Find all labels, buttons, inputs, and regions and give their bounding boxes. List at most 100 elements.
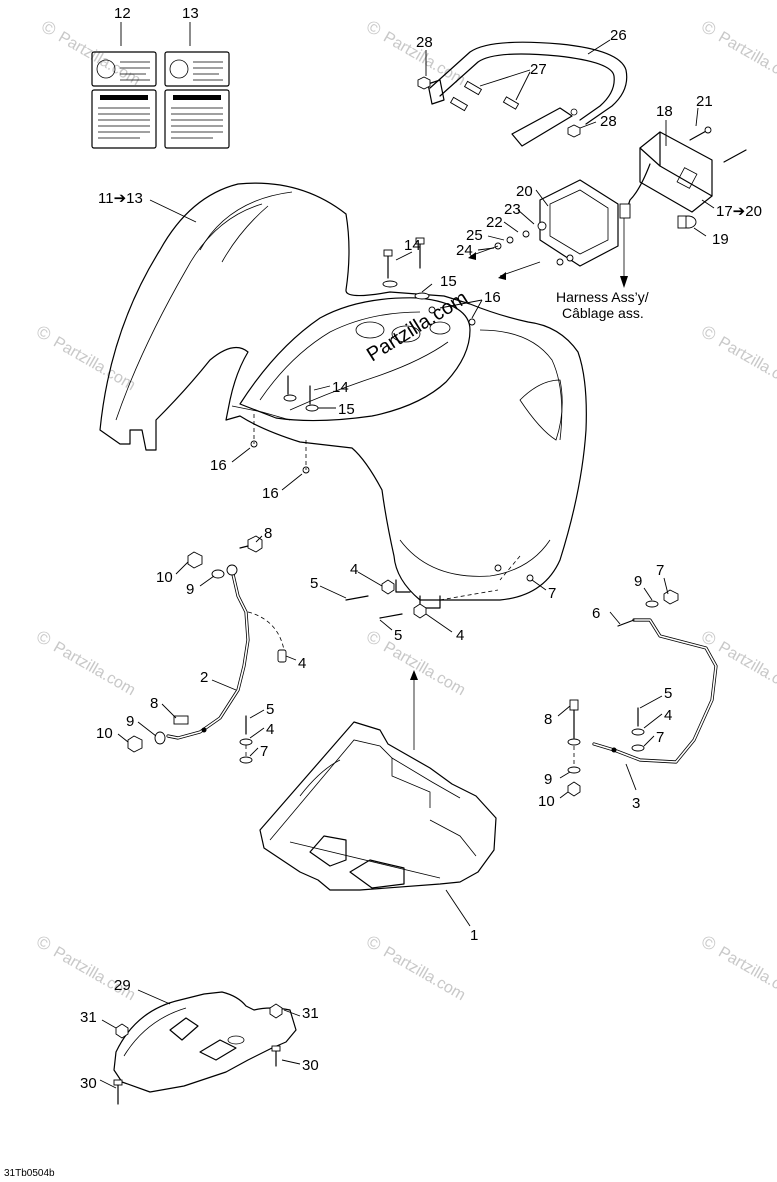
callout-7: 7 (260, 743, 268, 760)
watermark-layer: © Partzilla.com © Partzilla.com © Partzi… (33, 16, 777, 1004)
callout-30: 30 (80, 1075, 97, 1092)
callout-16: 16 (484, 289, 501, 306)
callout-5: 5 (664, 685, 672, 702)
callout-31: 31 (80, 1009, 97, 1026)
callout-4: 4 (664, 707, 672, 724)
callout-27: 27 (530, 61, 547, 78)
callout-5: 5 (266, 701, 274, 718)
callout-15: 15 (440, 273, 457, 290)
callout-16: 16 (262, 485, 279, 502)
callout-24: 24 (456, 242, 473, 259)
svg-text:Partzilla.com: Partzilla.com (50, 334, 138, 395)
svg-text:Partzilla.com: Partzilla.com (715, 639, 777, 700)
right-brace-hardware (567, 589, 679, 797)
callout-10: 10 (156, 569, 173, 586)
svg-text:Partzilla.com: Partzilla.com (50, 944, 138, 1005)
callout-1: 1 (470, 927, 478, 944)
left-brace-hardware (127, 535, 287, 764)
svg-text:Partzilla.com: Partzilla.com (380, 639, 468, 700)
callout-10: 10 (96, 725, 113, 742)
callout-25: 25 (466, 227, 483, 244)
svg-text:©: © (33, 626, 54, 650)
svg-text:Partzilla.com: Partzilla.com (50, 639, 138, 700)
taillight-assembly (619, 131, 713, 288)
callout-21: 21 (696, 93, 713, 110)
callout-5: 5 (394, 627, 402, 644)
callout-11-13: 11➔13 (98, 190, 143, 207)
callout-7: 7 (656, 562, 664, 579)
svg-text:©: © (363, 16, 384, 40)
callout-14: 14 (404, 237, 421, 254)
watermark: © Partzilla.com (33, 321, 138, 395)
watermark: © Partzilla.com (363, 626, 468, 700)
callout-26: 26 (610, 27, 627, 44)
watermark: © Partzilla.com (698, 321, 777, 394)
callout-4: 4 (298, 655, 306, 672)
decal-12 (91, 51, 157, 149)
left-brace (166, 564, 285, 740)
svg-text:©: © (363, 931, 384, 955)
svg-text:Partzilla.com: Partzilla.com (715, 334, 777, 395)
callout-9: 9 (126, 713, 134, 730)
svg-text:Partzilla.com: Partzilla.com (363, 287, 472, 366)
screw-17 (723, 149, 747, 163)
harness-note-line1: Harness Ass’y/ (556, 289, 649, 305)
callout-9: 9 (186, 581, 194, 598)
callout-12: 12 (114, 5, 131, 22)
callout-28: 28 (600, 113, 617, 130)
callout-28: 28 (416, 34, 433, 51)
center-hardware (345, 555, 534, 619)
svg-text:©: © (698, 931, 719, 955)
leader-lines (99, 22, 715, 1089)
callout-4: 4 (456, 627, 464, 644)
callout-30: 30 (302, 1057, 319, 1074)
callout-14: 14 (332, 379, 349, 396)
watermark: © Partzilla.com (698, 16, 777, 89)
watermark: © Partzilla.com (38, 16, 143, 89)
callout-8: 8 (150, 695, 158, 712)
svg-text:©: © (33, 321, 54, 345)
callout-18: 18 (656, 103, 673, 120)
lens-hardware-22-25 (468, 221, 574, 280)
callout-5: 5 (310, 575, 318, 592)
watermark: © Partzilla.com (698, 931, 777, 1004)
callout-8: 8 (264, 525, 272, 542)
mud-flap (259, 670, 497, 891)
watermark-center: Partzilla.com (363, 287, 472, 366)
svg-text:©: © (38, 16, 59, 40)
watermark: © Partzilla.com (363, 931, 468, 1005)
rear-fender (99, 182, 587, 609)
harness-note-line2: Câblage ass. (562, 305, 644, 321)
callout-15: 15 (338, 401, 355, 418)
rear-grab-handle (427, 41, 628, 147)
harness-note: Harness Ass’y/ Câblage ass. (556, 289, 649, 321)
watermark: © Partzilla.com (363, 16, 468, 89)
drawing-code: 31Tb0504b (4, 1168, 55, 1179)
callout-10: 10 (538, 793, 555, 810)
bolt-27 (449, 80, 520, 112)
callout-7: 7 (656, 729, 664, 746)
skid-plate (113, 991, 297, 1105)
callout-16: 16 (210, 457, 227, 474)
callout-22: 22 (486, 214, 503, 231)
callout-20: 20 (516, 183, 533, 200)
callout-7: 7 (548, 585, 556, 602)
decal-13 (164, 51, 230, 149)
nut-28 (417, 76, 581, 138)
callout-2: 2 (200, 669, 208, 686)
svg-text:Partzilla.com: Partzilla.com (380, 944, 468, 1005)
svg-text:Partzilla.com: Partzilla.com (715, 29, 777, 90)
watermark: © Partzilla.com (33, 626, 138, 700)
svg-text:©: © (33, 931, 54, 955)
svg-text:©: © (363, 626, 384, 650)
right-brace (592, 618, 718, 764)
callout-9: 9 (634, 573, 642, 590)
watermark: © Partzilla.com (698, 626, 777, 699)
callout-17-20: 17➔20 (716, 203, 762, 220)
callout-8: 8 (544, 711, 552, 728)
callout-4: 4 (266, 721, 274, 738)
gasket-20 (539, 179, 619, 267)
callout-9: 9 (544, 771, 552, 788)
callout-4: 4 (350, 561, 358, 578)
fender-hardware (250, 237, 476, 474)
